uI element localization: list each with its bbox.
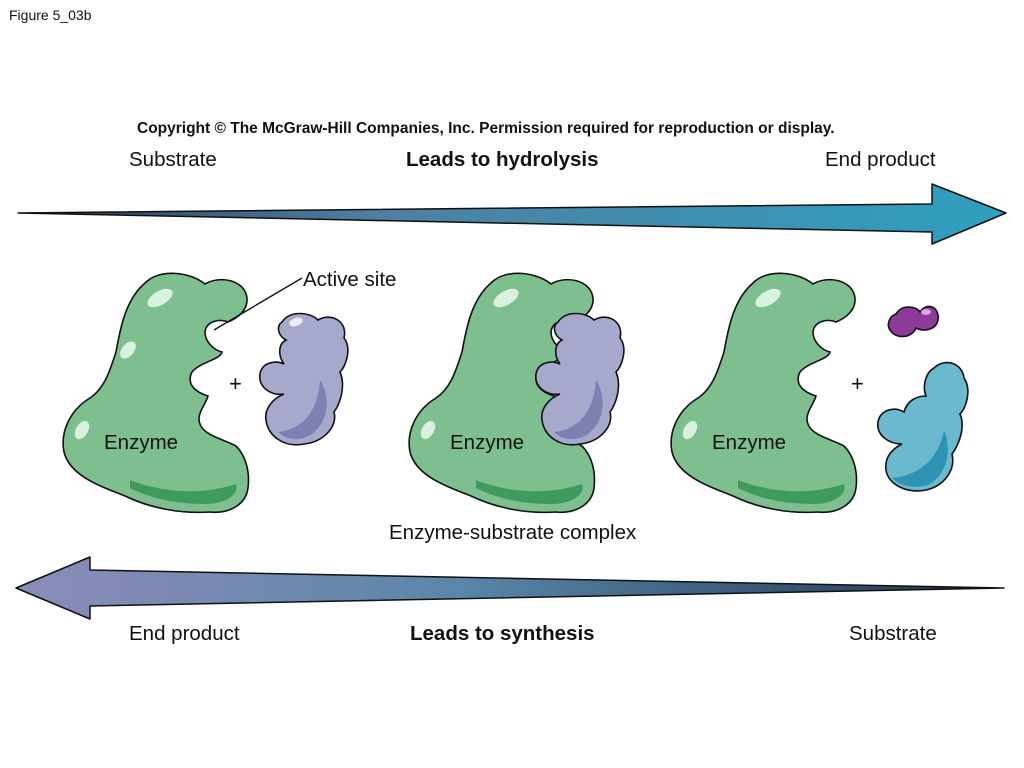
top-right-label: End product — [825, 148, 936, 171]
plus-sign-2: + — [851, 371, 864, 396]
synthesis-arrow — [15, 556, 1005, 620]
enzyme-2-highlight — [420, 420, 436, 440]
substrate-1-shadow — [278, 380, 327, 440]
substrate-1-highlight — [289, 317, 303, 327]
product-small — [887, 305, 939, 338]
top-center-label: Leads to hydrolysis — [406, 148, 599, 171]
enzyme-2-label: Enzyme — [450, 431, 524, 454]
enzyme-1-shadow — [130, 480, 237, 504]
hydrolysis-arrow — [17, 183, 1007, 245]
substrate-1 — [259, 312, 349, 446]
top-left-label: Substrate — [129, 148, 217, 171]
product-small-highlight — [921, 309, 931, 315]
active-site-label: Active site — [303, 268, 396, 291]
enzyme-2-shadow — [476, 480, 583, 504]
enzyme-1-highlight — [147, 288, 173, 308]
active-site-pointer — [213, 277, 303, 331]
enzyme-3-highlight — [755, 288, 781, 308]
enzyme-3-label: Enzyme — [712, 431, 786, 454]
bottom-center-label: Leads to synthesis — [410, 622, 595, 645]
copyright-notice: Copyright © The McGraw-Hill Companies, I… — [137, 120, 835, 137]
product-large-shadow — [892, 430, 948, 487]
plus-sign-1: + — [229, 371, 242, 396]
enzyme-1-body — [62, 272, 250, 514]
enzyme-2-highlight — [493, 288, 519, 308]
enzyme-1-highlight — [120, 341, 136, 359]
enzyme-1-label: Enzyme — [104, 431, 178, 454]
bound-substrate — [535, 312, 625, 446]
enzyme-1-highlight — [74, 420, 90, 440]
enzyme-3-highlight — [682, 420, 698, 440]
bottom-left-label: End product — [129, 622, 240, 645]
complex-label: Enzyme-substrate complex — [389, 521, 637, 544]
enzyme-3 — [670, 272, 858, 514]
enzyme-2 — [408, 272, 625, 514]
bound-substrate-shadow — [554, 380, 603, 440]
substrate-1-body — [259, 312, 349, 446]
figure-label: Figure 5_03b — [9, 7, 92, 23]
bottom-right-label: Substrate — [849, 622, 937, 645]
enzyme-3-shadow — [738, 480, 845, 504]
enzyme-3-body — [670, 272, 858, 514]
enzyme-1 — [62, 272, 250, 514]
